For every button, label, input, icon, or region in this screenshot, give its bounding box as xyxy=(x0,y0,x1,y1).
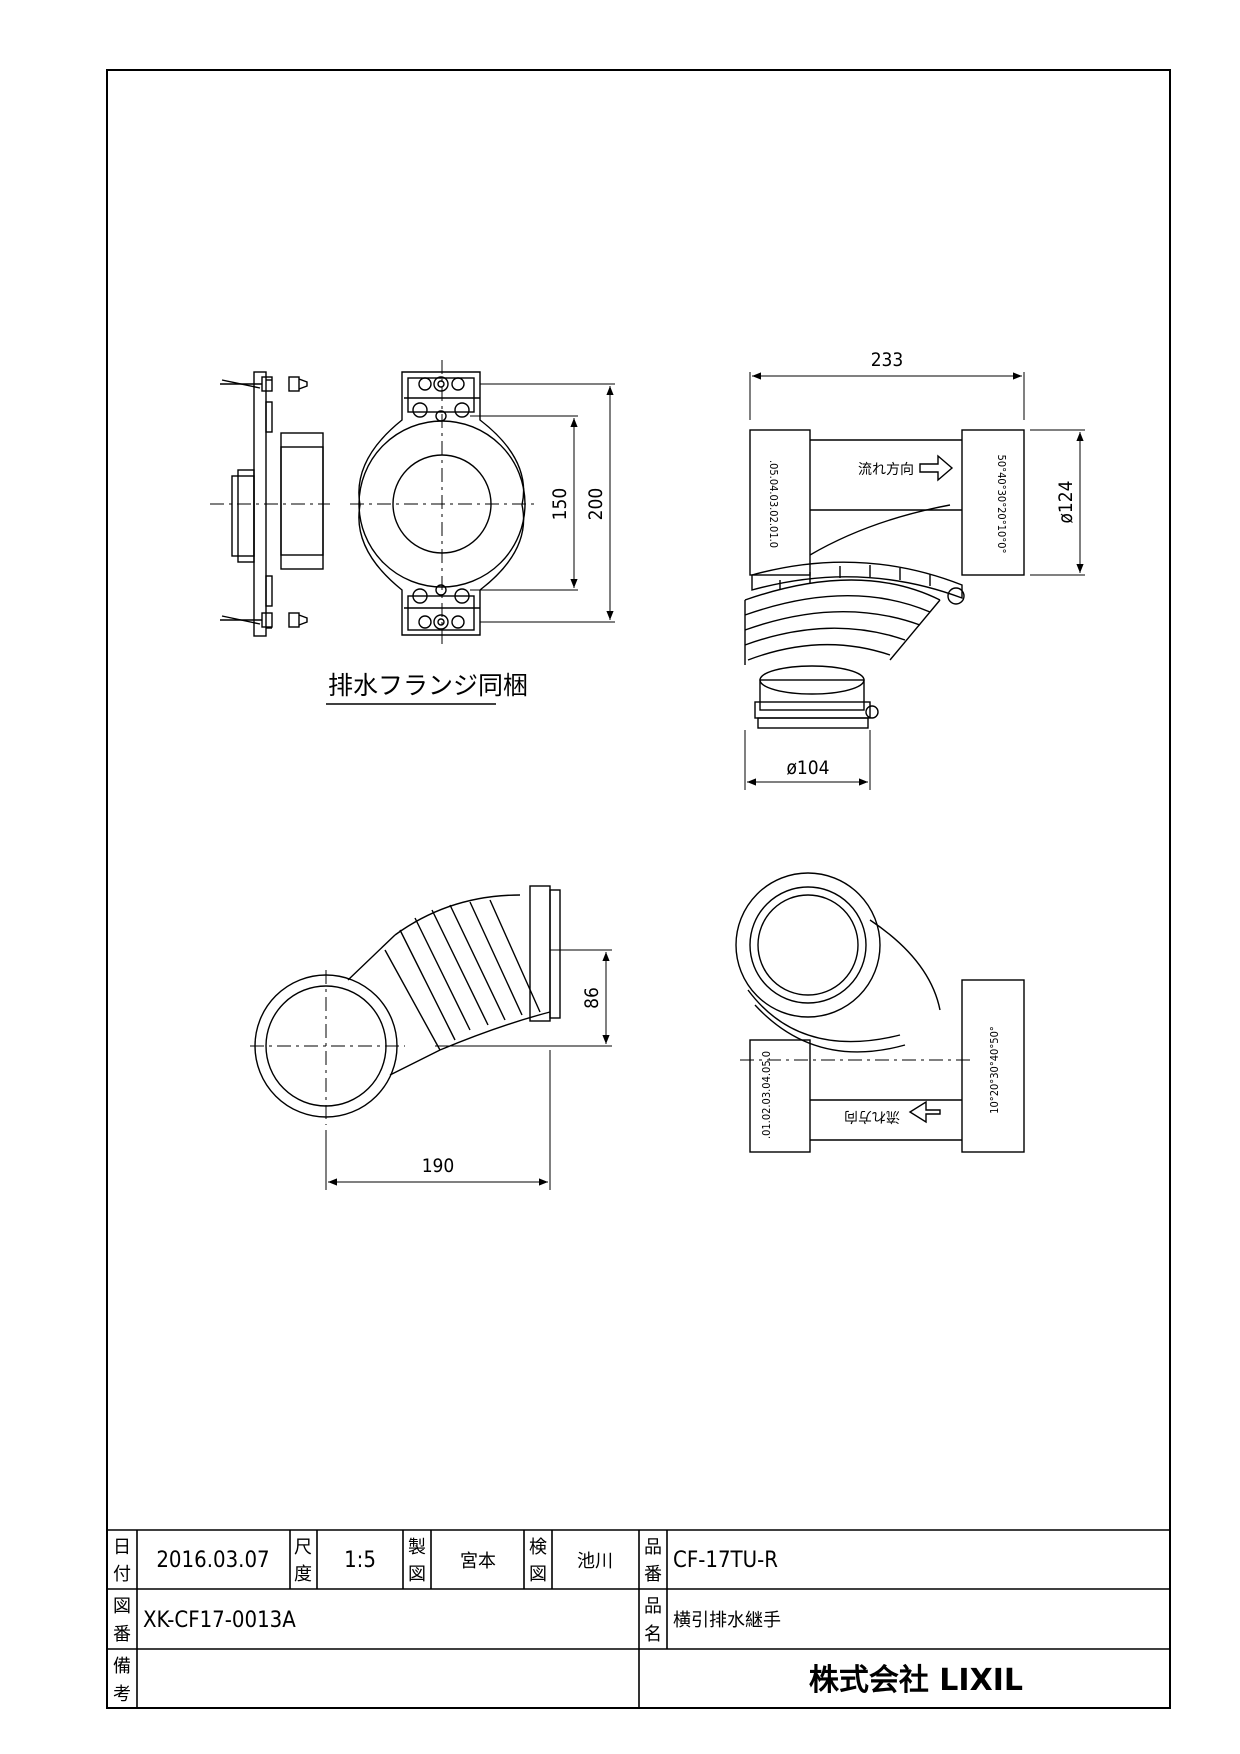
date-label-2: 付 xyxy=(113,1564,131,1585)
angle-scale-left-bottom: .01.02.03.04.05.0 xyxy=(760,1051,773,1139)
drawing-no-label-1: 図 xyxy=(113,1596,131,1617)
angle-scale-left-top: .05.04.03.02.01.0 xyxy=(767,460,780,548)
company-logo-text: 株式会社 LIXIL xyxy=(809,1663,1023,1698)
scale-label-1: 尺 xyxy=(294,1537,312,1558)
drawing-no-value: XK-CF17-0013A xyxy=(143,1608,296,1633)
drawn-label-1: 製 xyxy=(408,1537,426,1558)
dim-diameter-124: ø124 xyxy=(1055,480,1077,523)
part-no-value: CF-17TU-R xyxy=(673,1548,778,1573)
flange-side-view xyxy=(210,371,330,637)
drawn-label-2: 図 xyxy=(408,1564,426,1585)
sheet-border xyxy=(106,69,1171,1709)
dim-190: 190 xyxy=(422,1155,455,1177)
remarks-label-1: 備 xyxy=(113,1656,131,1677)
dim-233: 233 xyxy=(871,349,904,371)
dim-86: 86 xyxy=(581,987,603,1009)
part-no-label-1: 品 xyxy=(644,1537,662,1558)
dim-150: 150 xyxy=(549,488,571,521)
drawn-by-value: 宮本 xyxy=(460,1551,496,1572)
date-label-1: 日 xyxy=(113,1537,131,1558)
scale-label-2: 度 xyxy=(294,1564,312,1585)
joint-elevation-view xyxy=(744,372,1085,790)
dim-200: 200 xyxy=(585,488,607,521)
elbow-side-view xyxy=(250,885,612,1190)
remarks-label-2: 考 xyxy=(113,1684,131,1705)
flow-direction-label-bottom: 流れ方向 xyxy=(844,1108,900,1124)
flange-note: 排水フランジ同梱 xyxy=(328,671,528,700)
joint-plan-view xyxy=(735,872,1025,1153)
dim-diameter-104: ø104 xyxy=(786,757,829,779)
flow-direction-label-top: 流れ方向 xyxy=(858,462,914,478)
date-value: 2016.03.07 xyxy=(156,1548,269,1573)
title-block xyxy=(107,1529,1170,1708)
flange-front-view xyxy=(350,360,615,645)
drawing-no-label-2: 番 xyxy=(113,1624,131,1645)
part-name-label-2: 名 xyxy=(644,1624,662,1645)
checked-by-value: 池川 xyxy=(577,1551,613,1572)
checked-label-2: 図 xyxy=(529,1564,547,1585)
angle-scale-right-top: 50°40°30°20°10°0° xyxy=(995,455,1008,554)
angle-scale-right-bottom: 10°20°30°40°50° xyxy=(988,1026,1001,1114)
checked-label-1: 検 xyxy=(529,1537,547,1558)
part-no-label-2: 番 xyxy=(644,1564,662,1585)
part-name-value: 横引排水継手 xyxy=(673,1610,781,1631)
part-name-label-1: 品 xyxy=(644,1596,662,1617)
scale-value: 1:5 xyxy=(344,1548,376,1573)
